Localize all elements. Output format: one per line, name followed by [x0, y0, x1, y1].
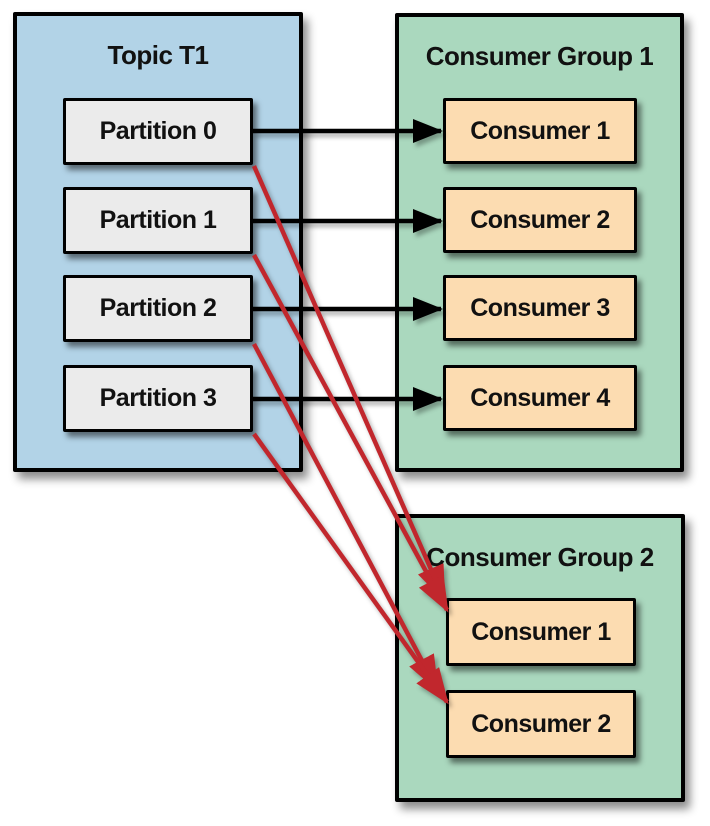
partition-box-2: Partition 2 — [63, 275, 253, 342]
consumer-group-2-box: Consumer Group 2 Consumer 1 Consumer 2 — [395, 514, 685, 802]
group1-consumer-box-2: Consumer 2 — [443, 187, 637, 253]
group1-consumer-box-4: Consumer 4 — [443, 365, 637, 431]
consumer-label: Consumer 1 — [471, 617, 611, 646]
topic-box: Topic T1 Partition 0 Partition 1 Partiti… — [13, 12, 303, 472]
consumer-group-1-title: Consumer Group 1 — [425, 41, 654, 71]
partition-label: Partition 1 — [99, 206, 217, 234]
consumer-label: Consumer 2 — [470, 205, 610, 234]
group2-consumer-box-1: Consumer 1 — [446, 598, 636, 666]
topic-title: Topic T1 — [107, 40, 209, 70]
partition-box-3: Partition 3 — [63, 365, 253, 432]
group2-consumer-box-2: Consumer 2 — [446, 690, 636, 758]
consumer-label: Consumer 2 — [471, 709, 611, 738]
consumer-label: Consumer 3 — [470, 293, 610, 322]
group1-consumer-box-1: Consumer 1 — [443, 98, 637, 164]
partition-label: Partition 2 — [99, 294, 217, 322]
partition-label: Partition 0 — [99, 117, 217, 145]
group1-consumer-box-3: Consumer 3 — [443, 275, 637, 341]
consumer-group-1-box: Consumer Group 1 Consumer 1 Consumer 2 C… — [395, 13, 684, 472]
partition-box-1: Partition 1 — [63, 187, 253, 254]
consumer-group-2-title: Consumer Group 2 — [426, 542, 654, 572]
partition-label: Partition 3 — [99, 384, 217, 412]
partition-box-0: Partition 0 — [63, 98, 253, 165]
consumer-label: Consumer 1 — [470, 116, 610, 145]
consumer-label: Consumer 4 — [470, 383, 610, 412]
